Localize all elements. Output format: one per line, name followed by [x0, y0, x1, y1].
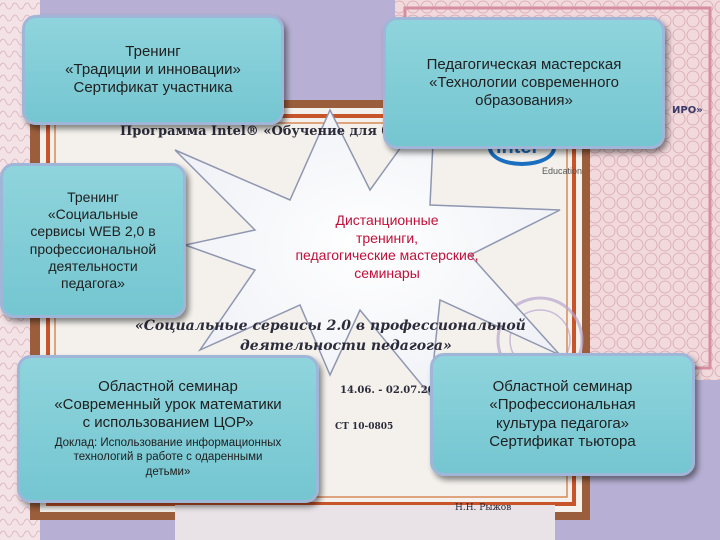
callout-line: Областной семинар — [98, 377, 238, 395]
star-line: Дистанционные — [335, 212, 439, 228]
center-star — [174, 97, 561, 397]
intel-logo-sub: Education — [542, 166, 583, 176]
star-line: педагогические мастерские, — [295, 247, 479, 263]
cert-course-line-1: «Социальные сервисы 2.0 в профессиональн… — [135, 318, 526, 334]
callout-line: деятельности — [48, 257, 138, 274]
cert-number: СТ 10-0805 — [335, 422, 394, 432]
callout-line: «Современный урок математики — [54, 395, 282, 413]
callout-training-social-services: Тренинг «Социальные сервисы WEB 2,0 в пр… — [0, 163, 186, 318]
cert-dates: 14.06. - 02.07.2010 г. — [340, 385, 462, 396]
callout-line: «Социальные — [47, 206, 139, 223]
callout-line: Сертификат тьютора — [489, 432, 636, 450]
callout-line: культура педагога» — [495, 414, 630, 432]
star-line: тренинги, — [355, 229, 419, 246]
callout-line: педагога» — [61, 274, 125, 291]
callout-line: Тренинг — [67, 189, 119, 206]
callout-line: с использованием ЦОР» — [82, 414, 254, 432]
callout-line: Тренинг — [125, 42, 181, 60]
callout-line: сервисы WEB 2,0 в — [30, 223, 156, 240]
callout-line: Педагогическая мастерская — [426, 55, 622, 73]
callout-note-line: Доклад: Использование информационных — [54, 436, 282, 449]
star-line: семинары — [354, 264, 420, 281]
cert-signature-name: Н.Н. Рыжов — [455, 503, 512, 513]
callout-line: «Традиции и инновации» — [65, 60, 241, 78]
callout-line: профессиональной — [29, 240, 157, 257]
callout-pedagogical-workshop: Педагогическая мастерская «Технологии со… — [383, 17, 665, 149]
callout-regional-seminar-math: Областной семинар «Современный урок мате… — [17, 355, 319, 503]
callout-training-traditions: Тренинг «Традиции и инновации» Сертифика… — [22, 15, 284, 125]
cert-course-line-2: деятельности педагога» — [240, 338, 452, 354]
callout-line: Сертификат участника — [73, 79, 233, 97]
callout-line: «Профессиональная — [489, 396, 636, 414]
center-star-text: Дистанционные тренинги, педагогические м… — [262, 212, 512, 282]
callout-line: Областной семинар — [492, 377, 633, 395]
cert-program-heading: Программа Intel® «Обучение для бу — [120, 124, 399, 139]
callout-note-line: технологий в работе с одаренными — [73, 451, 263, 464]
cert-side-text: ИРО» — [672, 105, 703, 116]
callout-regional-seminar-culture: Областной семинар «Профессиональная куль… — [430, 353, 695, 476]
callout-line: образования» — [475, 92, 573, 110]
callout-line: «Технологии современного — [429, 73, 619, 91]
callout-note-line: детьми» — [145, 466, 191, 479]
